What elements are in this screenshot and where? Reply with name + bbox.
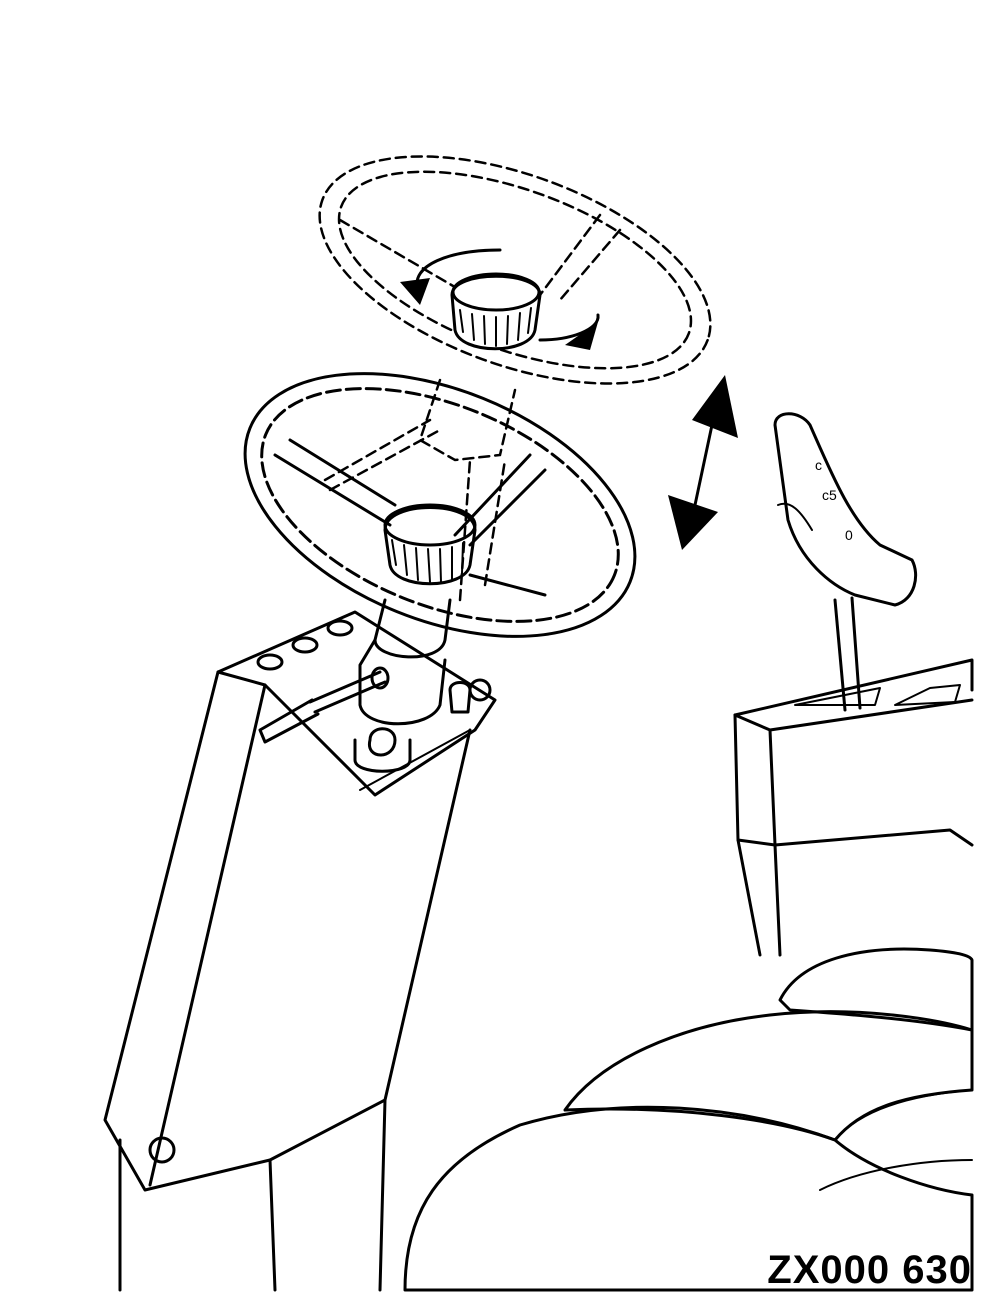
adjustment-lock-lever <box>258 666 390 744</box>
steering-wheel-raised-position <box>318 155 712 602</box>
gear-console-illustration <box>733 658 974 957</box>
steering-column-shaft <box>358 598 452 726</box>
steering-wheel-lower <box>243 372 637 638</box>
svg-text:c5: c5 <box>822 487 837 503</box>
seat-illustration <box>403 947 974 1292</box>
telescopic-adjustment-arrows <box>400 248 600 350</box>
figure-code-label: ZX000 630 <box>767 1248 972 1292</box>
gear-lever-illustration: c c5 0 <box>773 412 918 712</box>
tilt-adjustment-arrow <box>668 375 738 550</box>
steering-column-housing <box>103 610 497 1292</box>
svg-text:0: 0 <box>845 527 853 543</box>
svg-text:c: c <box>815 457 822 473</box>
